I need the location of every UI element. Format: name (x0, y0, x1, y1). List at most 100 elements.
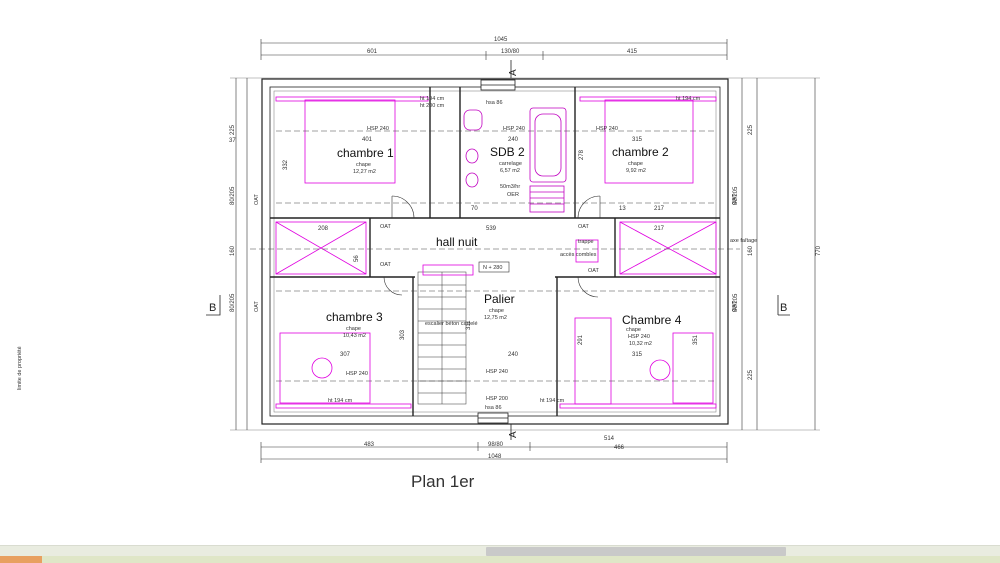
hsp-chambre2: HSP 240 (596, 126, 618, 132)
section-a-top: A (508, 69, 519, 76)
chambre4-floor: chape (626, 327, 641, 333)
floor-plan: 1045 601 130/80 415 483 98/80 514 466 10… (17, 37, 822, 491)
section-a-bottom: A (508, 431, 519, 438)
axe-faitage-label: axe faîtage (730, 238, 757, 244)
staircase (417, 271, 467, 405)
ht200-top: ht 200 cm (420, 103, 445, 109)
dim-401: 401 (362, 137, 373, 143)
escalier-label: escalier béton carrelé (425, 321, 478, 327)
plan-title: Plan 1er (411, 472, 475, 491)
hsp-chambre1: HSP 240 (367, 126, 389, 132)
oat-label-6: OAT (254, 300, 260, 312)
trappe-label: trappe (578, 239, 594, 245)
dim-total-bottom: 1048 (488, 454, 502, 460)
chambre1-area: 12,27 m2 (353, 169, 376, 175)
dim-right-80205a: 80/205 (733, 186, 739, 205)
chambre3-area: 10,43 m2 (343, 333, 366, 339)
palier-name: Palier (484, 292, 515, 306)
chambre4-name: Chambre 4 (622, 313, 682, 327)
oat-label-1: OAT (380, 224, 392, 230)
status-bar (0, 545, 1000, 563)
low-height-zones (275, 96, 717, 409)
doors (383, 195, 601, 298)
palier-floor: chape (489, 308, 504, 314)
chambre4-hsp: HSP 240 (628, 334, 650, 340)
dim-left-225a: 225 (230, 124, 236, 135)
dim-left-37: 37 (229, 138, 236, 144)
dim-539: 539 (486, 226, 497, 232)
horizontal-scrollbar-thumb[interactable] (486, 547, 786, 556)
oat-label-5: OAT (254, 193, 260, 205)
section-b-right: B (780, 302, 787, 314)
dim-217-b: 217 (654, 226, 665, 232)
level-label: N + 280 (483, 265, 502, 271)
ht194-top: ht 194 cm (420, 96, 445, 102)
sdb2-floor: carrelage (499, 161, 522, 167)
dim-bottom-right2: 466 (614, 445, 625, 451)
oat-label-3: OAT (380, 262, 392, 268)
dim-top-left: 601 (367, 49, 378, 55)
dim-top-mid: 130/80 (501, 49, 520, 55)
dim-303: 303 (400, 329, 406, 340)
dim-right-225b: 225 (748, 369, 754, 380)
dim-bottom-mid: 98/80 (488, 442, 504, 448)
status-strip (42, 556, 1000, 563)
dim-56: 56 (354, 255, 360, 262)
chambre1-name: chambre 1 (337, 146, 394, 160)
dim-307: 307 (340, 352, 351, 358)
dim-right-80205b: 80/205 (733, 293, 739, 312)
dim-351: 351 (693, 334, 699, 345)
hsp200-palier: HSP 200 (486, 396, 508, 402)
section-markers (206, 60, 790, 440)
hsa86-bottom: hsa 86 (485, 405, 502, 411)
dim-240-top: 240 (508, 137, 519, 143)
interior-walls (270, 87, 720, 416)
acces-combles-label: accès combles (560, 252, 597, 258)
dim-right-total: 770 (816, 245, 822, 256)
sdb2-name: SDB 2 (490, 145, 525, 159)
hsp-sdb2: HSP 240 (503, 126, 525, 132)
ht194-right: ht 194 cm (676, 96, 701, 102)
hsp-chambre3: HSP 240 (346, 371, 368, 377)
dim-left-160: 160 (230, 245, 236, 256)
hall-name: hall nuit (436, 235, 478, 249)
top-dimensions (260, 39, 728, 60)
dim-left-80205b: 80/205 (230, 293, 236, 312)
side-dimensions (230, 77, 820, 431)
chambre4-area: 10,32 m2 (629, 341, 652, 347)
limite-propriete-label: limite de propriété (17, 346, 23, 390)
dim-total-top: 1045 (494, 37, 508, 43)
dim-70: 70 (471, 206, 478, 212)
oer-label: OER (507, 192, 519, 198)
chambre2-floor: chape (628, 161, 643, 167)
hsa86-top: hsa 86 (486, 100, 503, 106)
dim-bottom-left: 483 (364, 442, 375, 448)
bottom-dimensions (260, 442, 728, 463)
oat-label-8: OAT (732, 300, 738, 312)
dim-208: 208 (318, 226, 329, 232)
level-box (478, 261, 510, 273)
oat-label-2: OAT (578, 224, 590, 230)
chambre2-area: 9,92 m2 (626, 168, 646, 174)
dim-291: 291 (578, 334, 584, 345)
dim-13: 13 (619, 206, 626, 212)
dim-240-bottom: 240 (508, 352, 519, 358)
ht194-bottom-right: ht 194 cm (540, 398, 565, 404)
hsp-lines (250, 130, 740, 382)
dim-top-right: 415 (627, 49, 638, 55)
chambre2-name: chambre 2 (612, 145, 669, 159)
palier-area: 12,75 m2 (484, 315, 507, 321)
ht194-bottom: ht 194 cm (328, 398, 353, 404)
chambre3-floor: chape (346, 326, 361, 332)
section-b-left: B (209, 302, 216, 314)
dim-217: 217 (654, 206, 665, 212)
top-window (480, 79, 516, 91)
dim-315-top: 315 (632, 137, 643, 143)
oat-label-7: OAT (732, 193, 738, 205)
dim-right-160: 160 (748, 245, 754, 256)
dim-278: 278 (579, 149, 585, 160)
chambre3-name: chambre 3 (326, 310, 383, 324)
oat-label-4: OAT (588, 268, 600, 274)
dim-332: 332 (283, 159, 289, 170)
bottom-window (477, 412, 509, 424)
